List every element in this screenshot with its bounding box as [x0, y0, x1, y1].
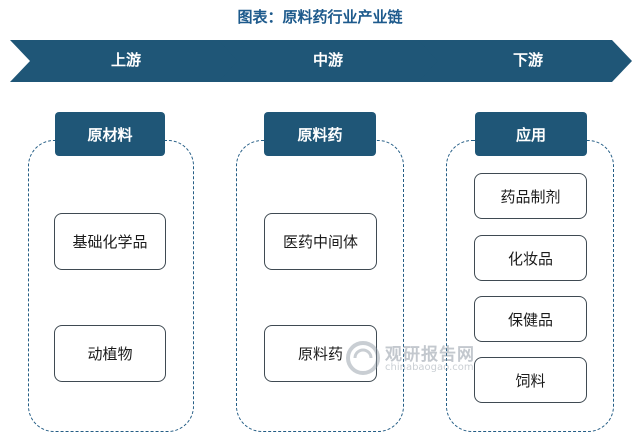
chart-title: 图表：原料药行业产业链 [237, 8, 403, 26]
stage-banner [10, 40, 632, 82]
stage-arrow-downstream [418, 40, 632, 82]
header-api: 原料药 [264, 112, 376, 156]
item-animals-plants: 动植物 [54, 325, 166, 382]
item-feed: 饲料 [474, 357, 587, 403]
item-health-products: 保健品 [474, 296, 587, 342]
item-pharma-intermediates: 医药中间体 [264, 213, 377, 270]
item-basic-chemicals: 基础化学品 [54, 213, 166, 270]
stage-label-upstream: 上游 [110, 51, 141, 69]
stage-arrow-upstream [10, 40, 242, 82]
stage-label-downstream: 下游 [512, 51, 543, 69]
header-applications: 应用 [475, 112, 587, 156]
item-drug-preparations: 药品制剂 [474, 173, 587, 219]
header-raw-materials: 原材料 [55, 112, 165, 156]
group-upstream [28, 140, 194, 432]
item-cosmetics: 化妆品 [474, 235, 587, 281]
watermark: 观研报告网 chinabaogao.com [345, 338, 495, 378]
item-api: 原料药 [264, 325, 377, 382]
watermark-url: chinabaogao.com [385, 362, 474, 373]
stage-arrow-midstream [218, 40, 442, 82]
watermark-name: 观研报告网 [385, 345, 475, 365]
stage-label-midstream: 中游 [312, 51, 343, 69]
watermark-logo-icon [346, 341, 380, 375]
group-midstream [236, 140, 404, 432]
